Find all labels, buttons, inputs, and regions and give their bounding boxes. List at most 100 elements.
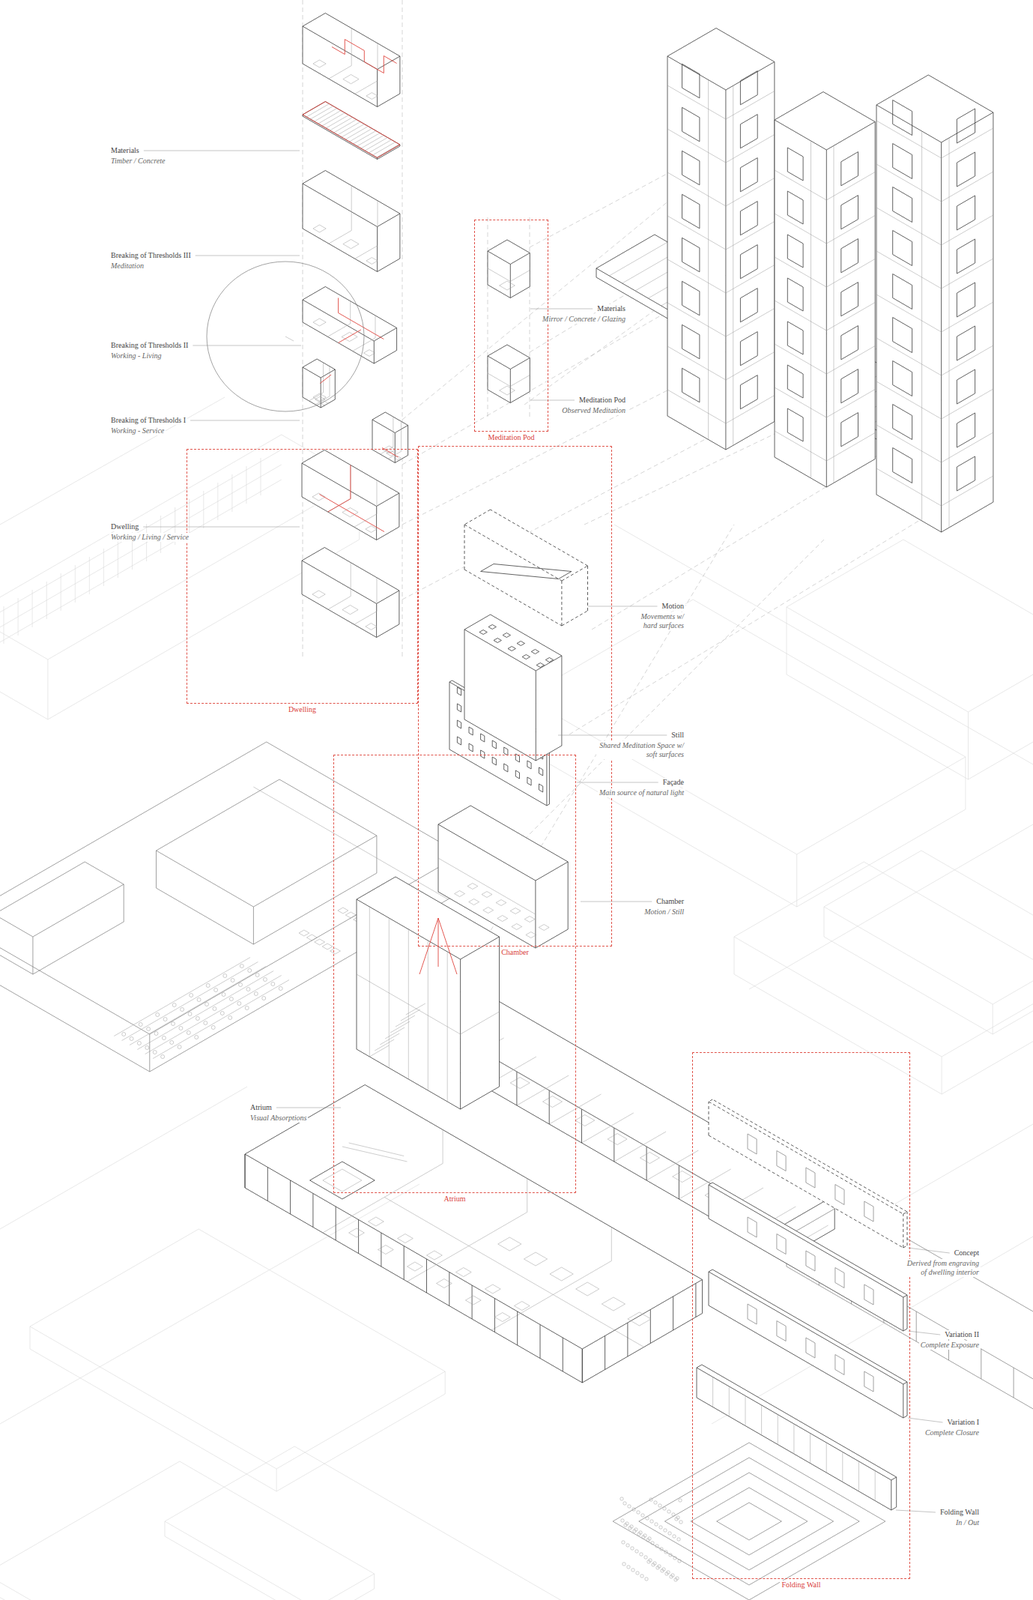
drawing-face (312, 590, 326, 598)
annotation-subtitle: Shared Meditation Space w/ soft surfaces (596, 740, 686, 759)
drawing-line (0, 741, 267, 922)
drawing-line (874, 122, 876, 460)
drawing-line (302, 397, 321, 408)
drawing-line (164, 1535, 438, 1600)
drawing-line (487, 373, 511, 387)
drawing-line (549, 1089, 550, 1124)
drawing-line (152, 979, 290, 1059)
drawing-line (276, 1370, 445, 1469)
drawing-line (302, 13, 326, 27)
drawing-face (531, 649, 539, 654)
drawing-face (876, 104, 942, 532)
drawing-face (787, 408, 804, 442)
leader-line (907, 1417, 944, 1422)
drawing-face (492, 756, 496, 765)
annotation-subtitle: Motion / Still (642, 907, 686, 917)
drawing-line (510, 358, 530, 370)
drawing-face (536, 662, 544, 668)
drawing-line (876, 294, 942, 332)
drawing-line (302, 228, 378, 272)
drawing-face (892, 274, 913, 310)
drawing-line (774, 92, 824, 121)
drawing-line (0, 449, 282, 630)
drawing-line (384, 1197, 644, 1347)
seat-mark (246, 987, 251, 992)
drawing-line (903, 1415, 908, 1418)
seat-mark (203, 1021, 208, 1025)
tree-mark (639, 1552, 643, 1556)
annotation-subtitle: Working - Living (109, 351, 163, 361)
drawing-line (0, 397, 225, 525)
drawing-line (810, 140, 812, 478)
drawing-face (511, 923, 523, 930)
drawing-line (725, 62, 775, 91)
seat-mark (186, 1030, 191, 1035)
drawing-line (876, 104, 942, 143)
drawing-face (488, 624, 496, 630)
drawing-face (787, 364, 804, 398)
drawing-line (302, 367, 304, 398)
drawing-face (740, 244, 758, 279)
drawing-line (774, 456, 827, 487)
leader-line (558, 734, 667, 736)
drawing-face (740, 201, 758, 236)
drawing-line (349, 465, 351, 499)
drawing-face (956, 238, 975, 274)
drawing-line (968, 644, 1033, 712)
region-label: Atrium (442, 1194, 468, 1204)
drawing-face (864, 1370, 874, 1392)
tree-mark (651, 1562, 655, 1566)
drawing-line (328, 498, 351, 513)
drawing-line (338, 329, 362, 344)
drawing-line (535, 861, 568, 881)
annotation-subtitle: Mirror / Concrete / Glazing (540, 314, 627, 324)
seat-mark (138, 1022, 143, 1027)
drawing-line (992, 947, 1033, 1004)
drawing-line (562, 1337, 564, 1371)
tree-mark (623, 1522, 627, 1526)
seat-mark (255, 973, 260, 977)
drawing-face (302, 13, 401, 70)
drawing-line (327, 323, 350, 338)
drawing-face (397, 1233, 414, 1243)
drawing-line (558, 571, 572, 580)
drawing-line (876, 74, 929, 105)
drawing-line (294, 1445, 568, 1600)
leader-line (580, 901, 652, 902)
drawing-line (646, 1146, 648, 1180)
drawing-line (774, 119, 776, 457)
drawing-face (892, 447, 913, 484)
tree-mark (674, 1577, 678, 1581)
drawing-line (377, 258, 401, 272)
drawing-line (372, 419, 395, 433)
drawing-line (376, 623, 400, 638)
drawing-face (682, 324, 700, 359)
tree-mark (679, 1519, 683, 1523)
drawing-line (992, 977, 1033, 1034)
drawing-line (374, 1038, 395, 1051)
drawing-line (708, 1182, 713, 1185)
annotation-subtitle: Working / Living / Service (109, 532, 191, 542)
drawing-line (377, 200, 379, 246)
drawing-line (0, 464, 282, 645)
drawing-line (507, 344, 530, 359)
tree-mark (628, 1525, 632, 1529)
drawing-line (460, 1011, 500, 1034)
drawing-face (806, 1337, 816, 1358)
drawing-line (716, 28, 775, 63)
seat-mark (221, 992, 226, 997)
drawing-face (426, 1250, 443, 1260)
drawing-line (373, 350, 397, 365)
drawing-line (876, 424, 942, 463)
drawing-line (967, 711, 969, 780)
annotation-title: Materials (595, 304, 627, 314)
drawing-face (302, 358, 335, 378)
drawing-face (841, 282, 859, 317)
drawing-line (358, 1219, 359, 1254)
seat-mark (154, 1031, 159, 1036)
annotation-subtitle: Derived from engraving of dwelling inter… (898, 1258, 981, 1277)
drawing-face (835, 1267, 845, 1288)
region-frame: Chamber (417, 445, 613, 947)
drawing-line (734, 936, 735, 974)
drawing-line (695, 1283, 696, 1317)
